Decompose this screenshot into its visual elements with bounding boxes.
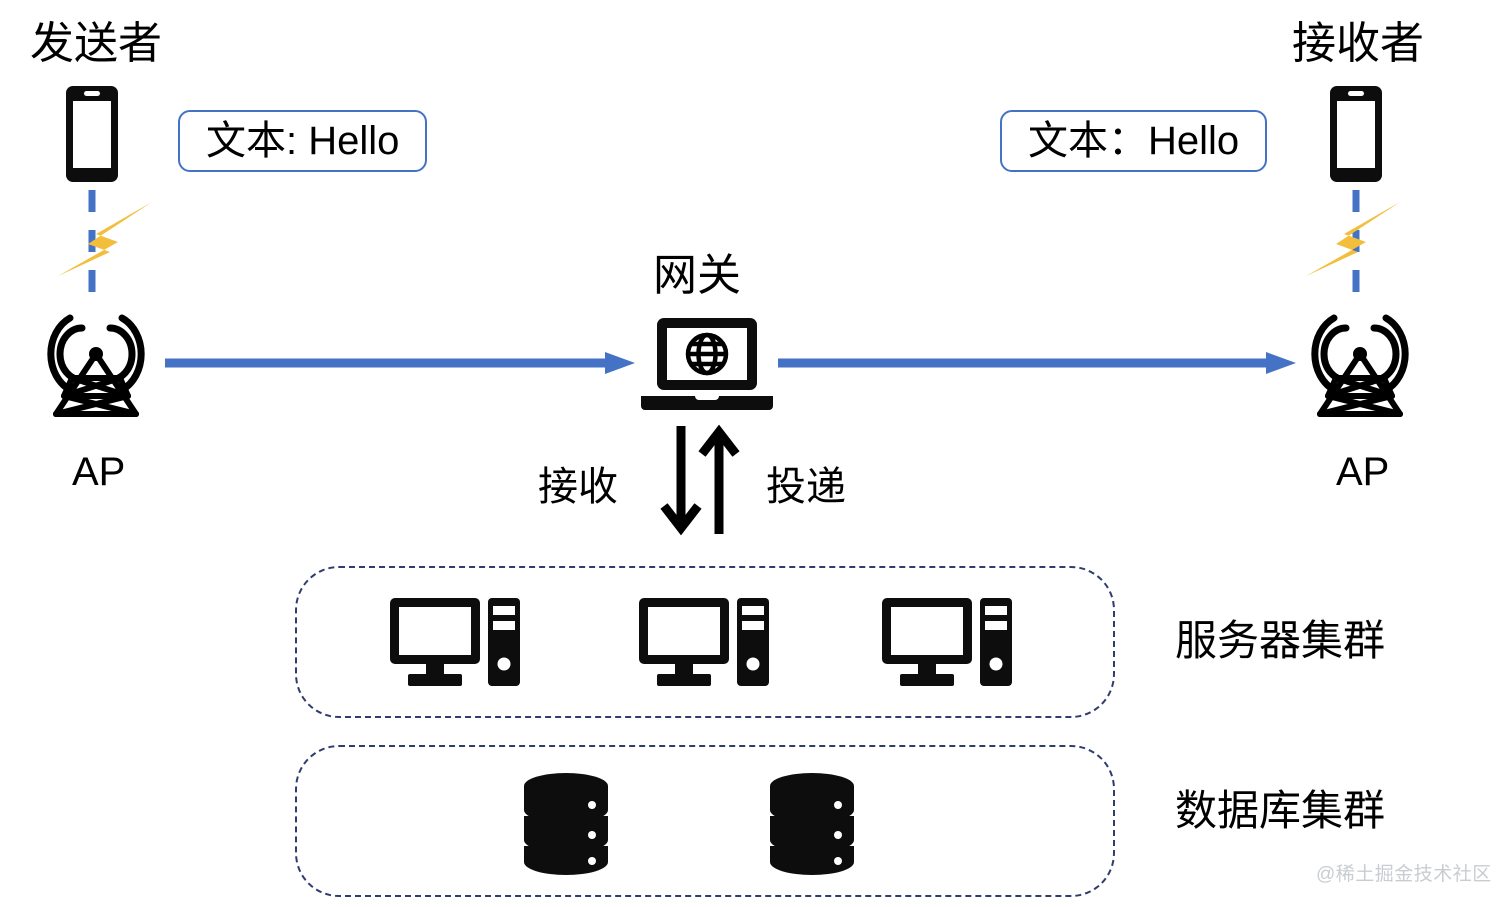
sender-ap-tower-icon (44, 310, 148, 420)
arrow-gateway-to-receiver (778, 350, 1296, 376)
sender-label: 发送者 (30, 19, 162, 68)
sender-lightning-bolt-icon (52, 200, 158, 282)
server-cluster-label: 服务器集群 (1175, 617, 1386, 664)
gateway-label: 网关 (653, 251, 741, 300)
sender-ap-label: AP (72, 450, 126, 494)
receiver-lightning-bolt-icon (1300, 200, 1406, 282)
receiver-phone-icon (1328, 84, 1384, 184)
gateway-deliver-label: 投递 (766, 465, 846, 509)
database-node-2-icon (766, 772, 858, 876)
receiver-ap-tower-icon (1308, 310, 1412, 420)
receiver-label: 接收者 (1292, 19, 1424, 68)
server-cluster-box (295, 566, 1115, 718)
sender-phone-icon (64, 84, 120, 184)
receiver-message-box: 文本：Hello (1000, 110, 1268, 172)
server-node-1-icon (388, 596, 522, 688)
gateway-cluster-arrows (655, 424, 745, 536)
sender-message-box: 文本: Hello (178, 110, 428, 172)
gateway-receive-label: 接收 (538, 465, 618, 509)
arrow-sender-to-gateway (165, 350, 635, 376)
watermark: @稀土掘金技术社区 (1316, 864, 1492, 885)
database-cluster-box (295, 745, 1115, 897)
receiver-ap-label: AP (1336, 450, 1390, 494)
receiver-wireless-link-icon (1350, 190, 1362, 310)
database-cluster-label: 数据库集群 (1175, 787, 1386, 834)
sender-wireless-link-icon (86, 190, 98, 310)
receiver-message-text: 文本：Hello (1028, 119, 1240, 163)
server-node-2-icon (637, 596, 771, 688)
server-node-3-icon (880, 596, 1014, 688)
database-node-1-icon (520, 772, 612, 876)
gateway-laptop-globe-icon (637, 316, 777, 412)
sender-message-text: 文本: Hello (206, 119, 400, 163)
